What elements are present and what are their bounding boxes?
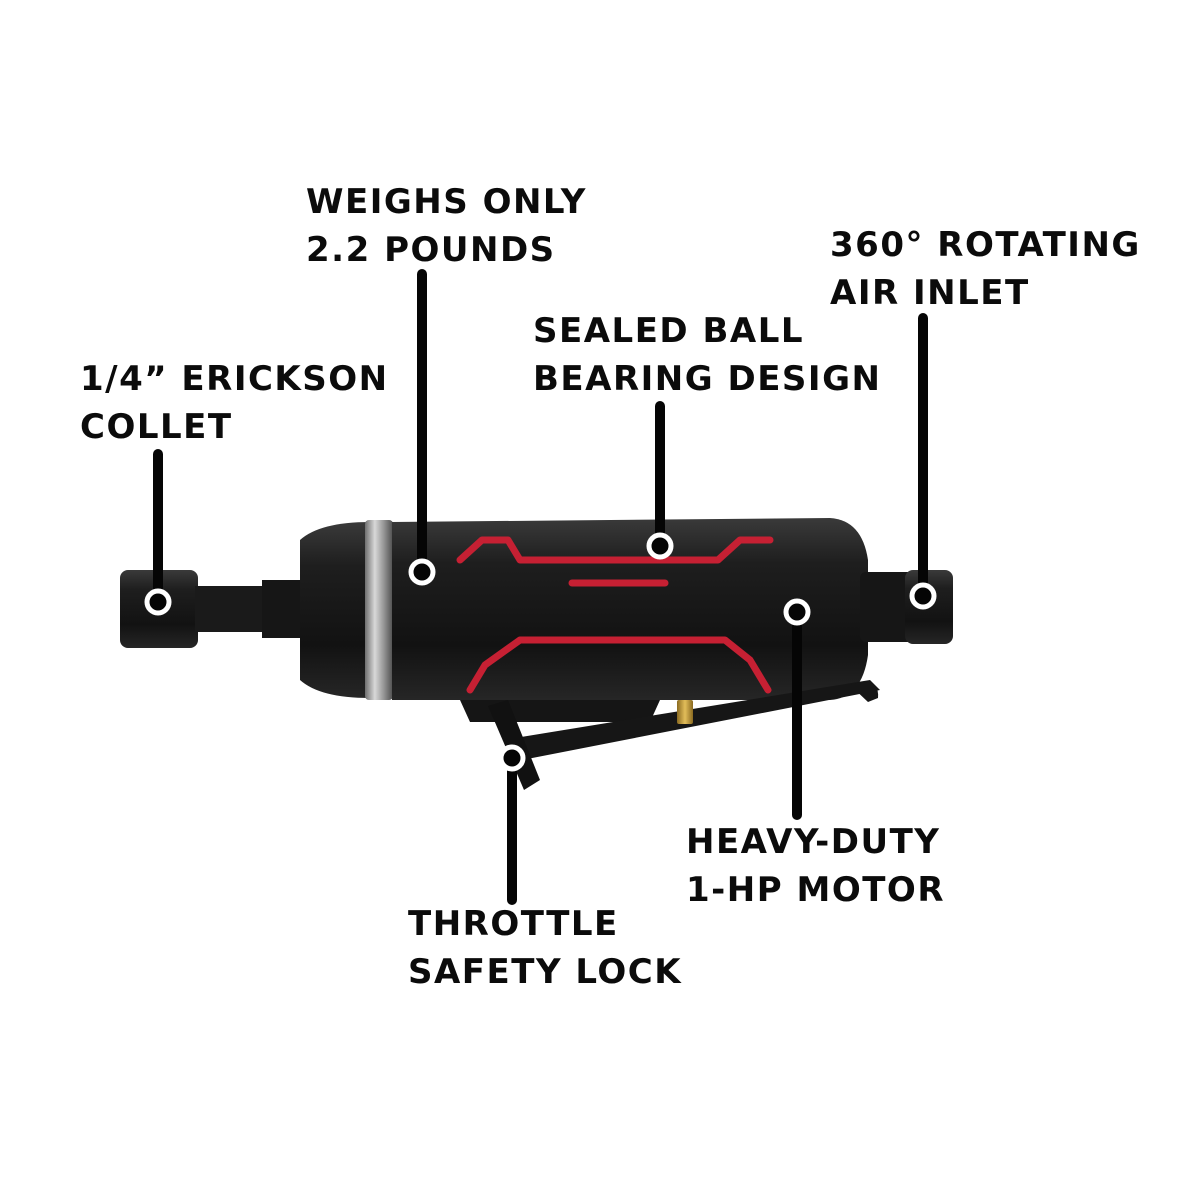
- leader-lines: [153, 269, 928, 905]
- inlet-label-line1: 360° ROTATING: [830, 225, 1141, 265]
- weight-label-line1: WEIGHS ONLY: [306, 182, 587, 222]
- red-accent-stripes: [456, 536, 774, 694]
- throttle-label-line2: SAFETY LOCK: [408, 952, 683, 992]
- bearing-label-line1: SEALED BALL: [533, 311, 805, 351]
- brass-fitting: [677, 700, 693, 724]
- motor-label-line1: HEAVY-DUTY: [686, 822, 941, 862]
- collet-marker: [144, 588, 172, 616]
- throttle-marker: [498, 744, 526, 772]
- inlet-label: 360° ROTATING AIR INLET: [830, 221, 1141, 317]
- motor-marker: [783, 598, 811, 626]
- front-housing: [300, 522, 370, 698]
- throttle-label: THROTTLE SAFETY LOCK: [408, 900, 682, 996]
- weight-label-line2: 2.2 POUNDS: [306, 230, 556, 270]
- bearing-label: SEALED BALL BEARING DESIGN: [533, 307, 881, 403]
- bearing-label-line2: BEARING DESIGN: [533, 359, 882, 399]
- silver-ring: [365, 520, 393, 700]
- callout-markers: [144, 532, 937, 772]
- air-inlet: [860, 570, 953, 644]
- motor-label: HEAVY-DUTY 1-HP MOTOR: [686, 818, 945, 914]
- collet-label-line1: 1/4” ERICKSON: [80, 359, 389, 399]
- collet-label: 1/4” ERICKSON COLLET: [80, 355, 389, 451]
- inlet-label-line2: AIR INLET: [830, 273, 1030, 313]
- weight-marker: [408, 558, 436, 586]
- weight-label: WEIGHS ONLY 2.2 POUNDS: [306, 178, 587, 274]
- bearing-marker: [646, 532, 674, 560]
- inlet-marker: [909, 582, 937, 610]
- throttle-label-line1: THROTTLE: [408, 904, 619, 944]
- collet-label-line2: COLLET: [80, 407, 233, 447]
- motor-label-line2: 1-HP MOTOR: [686, 870, 945, 910]
